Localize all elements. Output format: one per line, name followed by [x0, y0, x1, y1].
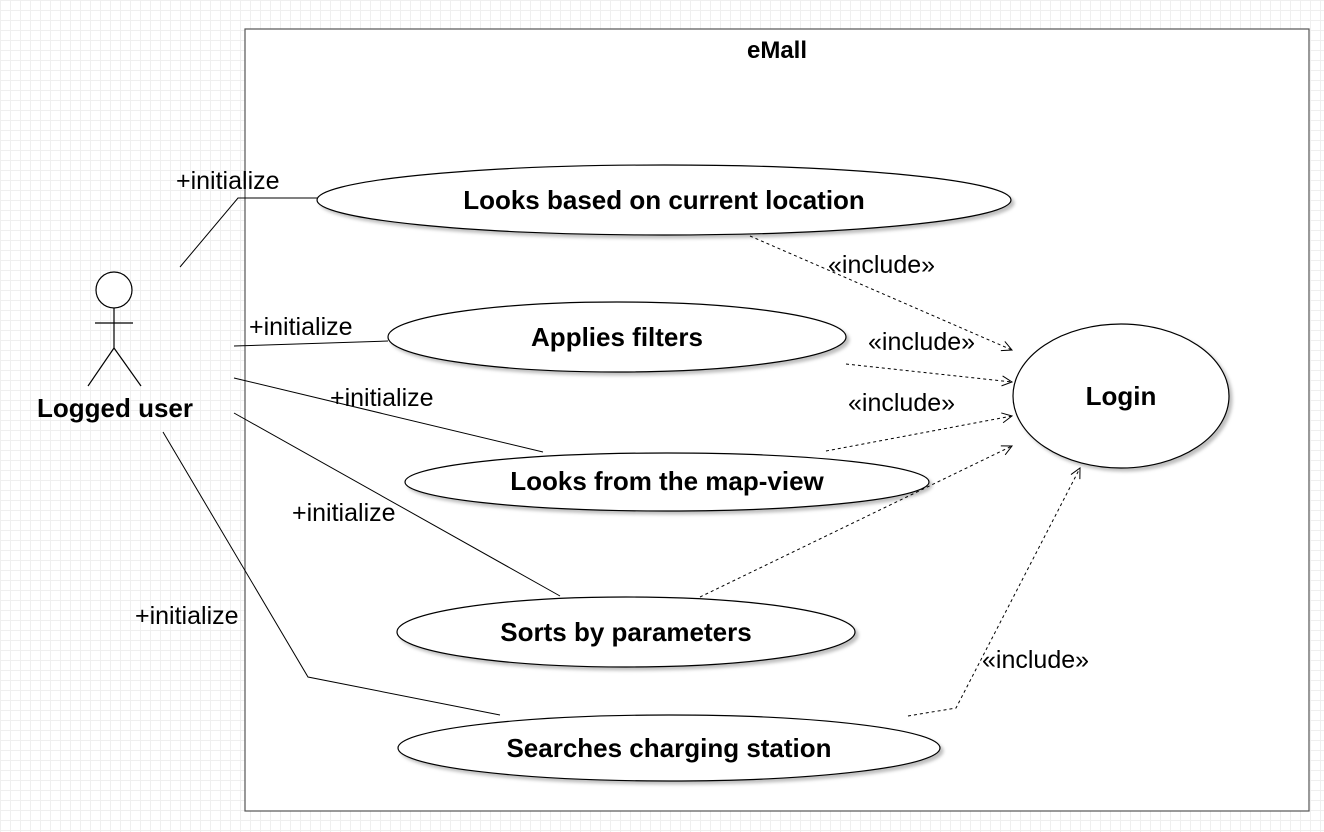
use-case-uc1[interactable]: Looks based on current location	[316, 164, 1012, 236]
associations	[162, 197, 561, 716]
use-case-label: Login	[1086, 381, 1157, 411]
association-line-uc5[interactable]	[162, 431, 501, 716]
use-case-label: Applies filters	[531, 322, 703, 352]
use-case-label: Searches charging station	[506, 733, 831, 763]
include-dependencies	[699, 235, 1080, 717]
use-case-ellipse	[397, 714, 941, 782]
association-label-uc3: +initialize	[330, 384, 434, 412]
use-case-uc5[interactable]: Searches charging station	[397, 714, 941, 782]
include-line-uc3[interactable]	[825, 416, 1012, 452]
use-case-ellipse	[404, 452, 930, 512]
association-label-uc4: +initialize	[292, 499, 396, 527]
include-label-uc2: «include»	[868, 328, 975, 356]
use-case-ellipse	[387, 301, 847, 373]
association-line-uc2[interactable]	[233, 340, 389, 347]
actor-left-leg	[87, 347, 115, 387]
include-line-uc2[interactable]	[845, 363, 1012, 382]
use-case-ellipse	[396, 596, 856, 668]
actor-logged-user[interactable]	[87, 271, 142, 387]
include-label-uc5: «include»	[982, 646, 1089, 674]
use-case-uc3[interactable]: Looks from the map-view	[404, 452, 930, 512]
association-label-uc5: +initialize	[135, 602, 239, 630]
system-title: eMall	[747, 37, 807, 64]
include-label-uc3: «include»	[848, 389, 955, 417]
actor-right-leg	[113, 347, 142, 387]
association-label-uc2: +initialize	[249, 313, 353, 341]
use-case-uc2[interactable]: Applies filters	[387, 301, 847, 373]
use-case-label: Sorts by parameters	[500, 617, 751, 647]
use-case-label: Looks based on current location	[463, 185, 865, 215]
association-label-uc1: +initialize	[176, 167, 280, 195]
association-line-uc4[interactable]	[233, 412, 561, 597]
association-line-uc3[interactable]	[233, 377, 544, 453]
use-case-login[interactable]: Login	[1012, 323, 1230, 469]
association-line-uc1[interactable]	[179, 197, 318, 268]
actor-name: Logged user	[37, 393, 193, 423]
include-line-uc5[interactable]	[907, 468, 1080, 717]
include-label-uc1: «include»	[828, 251, 935, 279]
use-case-ellipse	[316, 164, 1012, 236]
include-line-uc4[interactable]	[699, 446, 1012, 598]
use-case-label: Looks from the map-view	[510, 466, 824, 496]
use-case-uc4[interactable]: Sorts by parameters	[396, 596, 856, 668]
use-case-ellipse	[1012, 323, 1230, 469]
actor-head	[95, 271, 133, 309]
